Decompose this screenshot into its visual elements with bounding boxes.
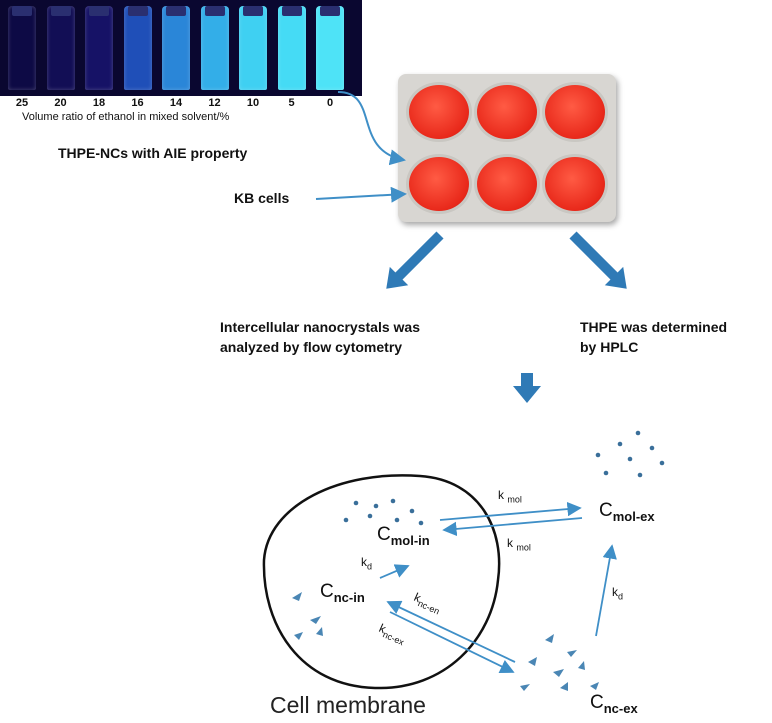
k-mol-bottom: k mol [507,536,531,553]
arrow-kd-inner [379,564,410,579]
vial [200,6,229,90]
kb-cells-label: KB cells [234,190,290,206]
well [542,82,608,142]
hplc-text: THPE was determined by HPLC [580,317,727,357]
well-plate [398,74,616,222]
vial-cap [50,6,71,16]
flow-cytometry-text: Intercellular nanocrystals was analyzed … [220,317,420,357]
aie-label: THPE-NCs with AIE property [58,145,248,161]
vial [316,6,344,90]
axis-label: Volume ratio of ethanol in mixed solvent… [22,111,230,123]
vial-cap [12,6,32,16]
block-arrow-down [513,373,541,403]
c-nc-ex: Cnc-ex [590,692,638,716]
cell-membrane [262,474,501,690]
vial [46,6,75,90]
arrow-nc-en [386,600,516,663]
arrow-mol-in [442,517,583,537]
c-mol-in: Cmol-in [377,524,430,548]
flow-text-line1: Intercellular nanocrystals was [220,319,420,335]
arrow-kd-outer [595,544,617,637]
well [474,154,540,214]
dots-mol-ex [595,430,665,478]
flow-text-line2: analyzed by flow cytometry [220,339,403,355]
vial [162,6,190,90]
c-mol-ex: Cmol-ex [599,500,655,524]
k-mol-top: k mol [498,488,522,505]
vial-cap [89,6,109,16]
block-arrow-right [569,231,627,289]
well [474,82,540,142]
vial-tick-label: 18 [92,97,106,109]
vial-tick-label: 25 [15,97,29,109]
vial [277,6,306,90]
vial-cap [320,6,340,16]
k-d-inner: kd [361,555,373,572]
vial-tick-label: 0 [326,97,334,109]
pointer-arrow-kb [315,186,407,203]
hplc-text-line1: THPE was determined [580,319,728,335]
arrow-mol-out [439,501,582,521]
k-d-outer: kd [612,585,624,602]
well [542,154,608,214]
pointer-arrow-aie [337,91,406,166]
vial-tick-label: 10 [246,97,260,109]
vial-cap [166,6,186,16]
vial-cap [127,6,148,16]
vial [85,6,113,90]
hplc-text-line2: by HPLC [580,339,639,355]
vial-tick-label: 20 [54,97,67,109]
crystals-nc-ex [520,634,599,691]
vial-tick-label: 12 [208,97,221,109]
dots-mol-in [343,498,424,526]
block-arrow-left [386,231,444,289]
vial-cap [204,6,225,16]
arrow-nc-ex [389,611,515,673]
vial-tick-label: 5 [288,97,295,109]
vial-cap [281,6,302,16]
vial [123,6,152,90]
crystals-nc-in [292,592,323,640]
vial-tick-label: 14 [169,97,183,109]
vial-cap [243,6,263,16]
vial-tick-label: 16 [131,97,144,109]
vial-photo [0,0,362,96]
well [406,154,472,214]
cell-membrane-label: Cell membrane [270,692,426,718]
c-nc-in: Cnc-in [320,581,365,605]
well [406,82,472,142]
vial [239,6,267,90]
vial [8,6,36,90]
